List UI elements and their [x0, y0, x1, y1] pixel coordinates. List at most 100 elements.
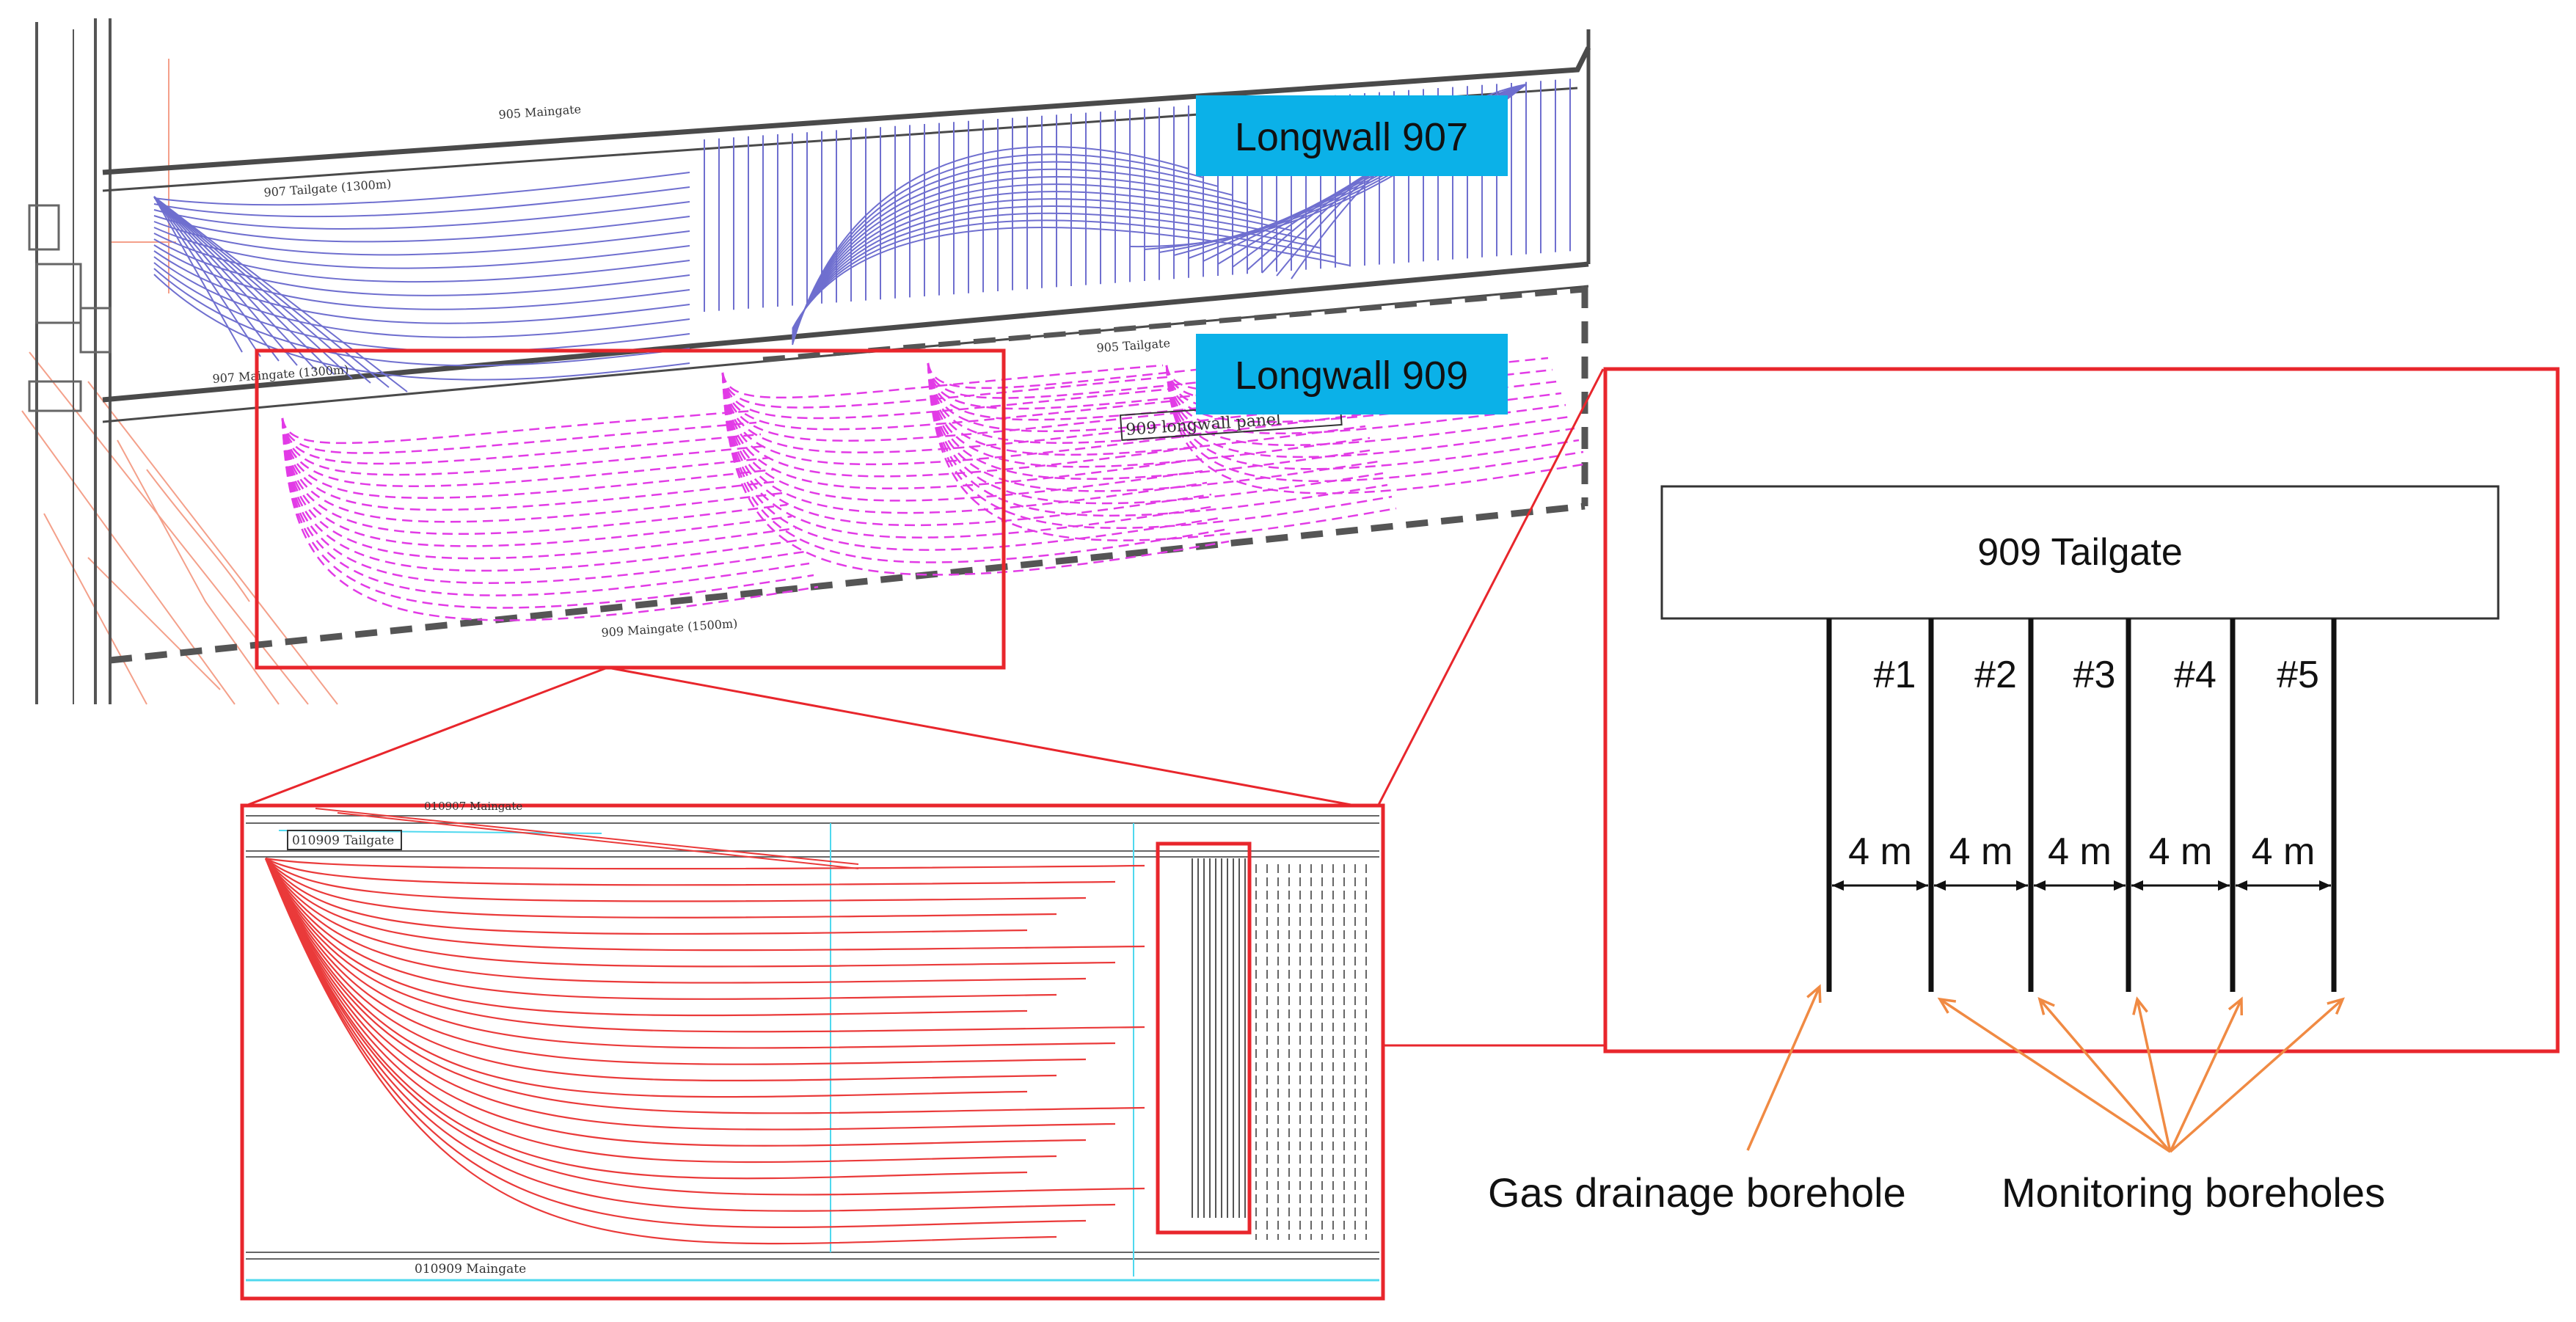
spacing-label: 4 m: [2048, 830, 2112, 873]
monitoring-arrow: [2169, 998, 2243, 1153]
panel-909-outline: [109, 286, 1588, 664]
label-905-tailgate: 905 Tailgate: [1096, 336, 1171, 355]
detail-monitoring-lines: [1192, 858, 1246, 1218]
longwall-907-label: Longwall 907: [1196, 95, 1508, 176]
borehole-detail: [265, 858, 1145, 1033]
borehole-907-arc: [792, 198, 1292, 335]
borehole-detail: [265, 858, 1028, 1017]
label-905-maingate: 905 Maingate: [498, 102, 582, 122]
borehole-number: #5: [2277, 654, 2319, 696]
detail-tailgate-label: 010909 Tailgate: [292, 833, 394, 848]
borehole-907-fan: [153, 196, 280, 362]
borehole-907-left: [153, 244, 690, 310]
borehole-909: [281, 417, 806, 584]
borehole-909: [281, 417, 797, 560]
borehole-907-arc: [792, 212, 1321, 332]
detail-tailgate-label-box: [287, 830, 402, 850]
borehole-907-fan: [153, 196, 371, 384]
borehole-907-arc: [792, 168, 1233, 341]
borehole-909: [1165, 365, 1584, 483]
borehole-907-left: [153, 250, 690, 324]
schematic-boreholes: [1826, 618, 2337, 992]
label-909-maingate: 909 Maingate (1500m): [601, 616, 738, 640]
borehole-detail: [264, 858, 1087, 1147]
spacing-label: 4 m: [1949, 830, 2013, 873]
monitoring-arrow: [2136, 998, 2172, 1153]
monitoring-arrow: [2169, 998, 2344, 1153]
borehole-907-arc: [792, 226, 1351, 329]
borehole-909: [281, 417, 766, 476]
borehole-detail: [265, 858, 1087, 984]
borehole-907-left: [153, 268, 690, 367]
monitoring-caption: Monitoring boreholes: [2002, 1169, 2385, 1216]
borehole-detail: [264, 858, 1057, 1164]
borehole-detail: [265, 857, 1145, 870]
borehole-907-left: [153, 256, 690, 338]
borehole-909: [281, 417, 757, 454]
borehole-907-fan: [153, 196, 353, 379]
borehole-909: [721, 372, 1221, 551]
dimension-arrowhead: [1916, 880, 1928, 891]
borehole-detail: [264, 858, 1116, 1131]
borehole-detail: [264, 858, 1028, 1098]
borehole-909: [927, 362, 1349, 410]
dimension-arrowhead: [1934, 880, 1946, 891]
borehole-909: [721, 372, 1181, 442]
borehole-909: [281, 409, 753, 445]
borehole-909: [721, 372, 1230, 576]
callout-arrowhead: [2132, 996, 2148, 1015]
tailgate-label: 909 Tailgate: [1977, 531, 2183, 574]
borehole-909: [281, 417, 775, 499]
borehole-909: [721, 372, 1199, 490]
borehole-907-fan: [153, 196, 298, 366]
dimension-arrowhead: [2114, 880, 2126, 891]
gas-drainage-arrow: [1746, 986, 1821, 1151]
borehole-909: [721, 372, 1168, 409]
borehole-907-arc: [792, 183, 1263, 338]
borehole-907-left: [153, 238, 690, 296]
borehole-detail: [264, 858, 1057, 1245]
left-structures: [28, 204, 112, 412]
borehole-907-arc: [792, 176, 1248, 340]
detail-boreholes: [264, 857, 1145, 1245]
borehole-detail: [265, 858, 1087, 902]
callout-arrows: [1746, 984, 2346, 1153]
borehole-909: [927, 362, 1366, 456]
spacing-label: 4 m: [2149, 830, 2213, 873]
borehole-detail: [264, 858, 1028, 1180]
monitoring-arrow: [1939, 998, 2171, 1153]
borehole-909: [927, 362, 1375, 481]
borehole-detail: [264, 858, 1145, 1196]
borehole-909: [281, 417, 810, 596]
borehole-909: [927, 362, 1384, 505]
detail-dashed-field: [1255, 864, 1367, 1240]
borehole-detail: [265, 858, 1028, 935]
monitoring-arrow: [2038, 998, 2172, 1153]
dimension-arrowhead: [2319, 880, 2331, 891]
dimension-arrowhead: [1832, 880, 1844, 891]
longwall-909-text: Longwall 909: [1235, 354, 1468, 398]
borehole-909: [281, 417, 819, 621]
borehole-909: [1165, 365, 1588, 494]
detail-monitoring-frame: [1156, 841, 1252, 1235]
callout-arrowhead: [2327, 997, 2346, 1015]
borehole-number: #4: [2174, 654, 2216, 696]
borehole-detail: [265, 858, 1057, 919]
borehole-909: [721, 372, 1208, 514]
borehole-909: [281, 417, 801, 572]
borehole-909: [1165, 365, 1580, 470]
borehole-909: [721, 372, 1172, 420]
highlight-frame-909: [255, 348, 1006, 670]
borehole-909: [927, 362, 1397, 541]
spacing-label: 4 m: [1848, 830, 1912, 873]
borehole-909: [721, 372, 1212, 527]
borehole-907-left: [153, 221, 690, 256]
borehole-907-fan: [153, 196, 243, 353]
borehole-907-fan: [153, 196, 316, 370]
borehole-detail: [265, 858, 1116, 886]
borehole-907-left: [153, 233, 690, 283]
gas-drainage-caption: Gas drainage borehole: [1488, 1169, 1906, 1216]
callout-arrowhead: [2037, 996, 2055, 1015]
